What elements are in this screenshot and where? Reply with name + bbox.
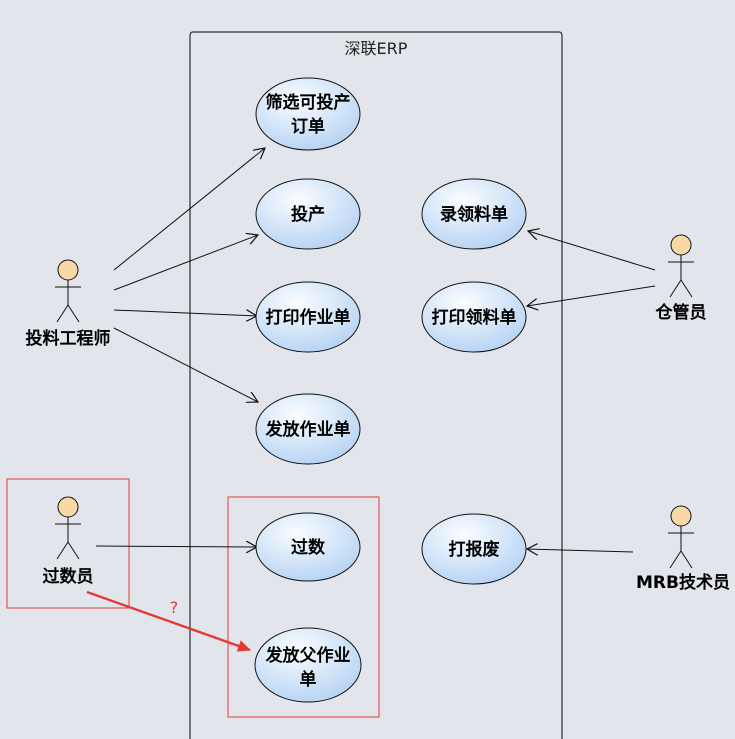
actor-feeding-engineer[interactable]: 投料工程师: [26, 259, 111, 349]
actor-warehouse-keeper[interactable]: 仓管员: [655, 234, 707, 323]
usecase-filter-orders-line1: 筛选可投产: [266, 92, 351, 113]
assoc-keeper-record: [528, 231, 656, 271]
assoc-engineer-release: [113, 327, 258, 402]
usecase-scrap[interactable]: 打报废: [421, 513, 527, 585]
usecase-scrap-label: 打报废: [449, 539, 500, 560]
usecase-filter-orders[interactable]: 筛选可投产 订单: [255, 77, 361, 151]
usecase-release-work-order-label: 发放作业单: [265, 419, 351, 440]
system-boundary: [189, 31, 563, 739]
assoc-counter-count: [95, 546, 257, 547]
usecase-count[interactable]: 过数: [255, 512, 361, 582]
usecase-record-requisition-label: 录领料单: [440, 204, 508, 225]
actor-mrb-tech[interactable]: MRB技术员: [636, 505, 730, 593]
assoc-keeper-print: [527, 285, 656, 306]
usecase-release-parent-line1: 发放父作业: [265, 645, 351, 666]
actor-counter-label: 过数员: [43, 566, 94, 587]
usecase-count-label: 过数: [291, 537, 326, 558]
usecase-print-requisition[interactable]: 打印领料单: [421, 281, 527, 353]
counter-highlight-box: [6, 478, 130, 609]
stick-figure-icon: [55, 496, 81, 560]
stick-figure-icon: [668, 505, 694, 569]
usecase-release-parent-work-order[interactable]: 发放父作业 单: [254, 627, 362, 703]
usecase-highlight-box: [227, 496, 380, 718]
usecase-release-work-order[interactable]: 发放作业单: [255, 393, 361, 465]
usecase-produce[interactable]: 投产: [255, 178, 361, 250]
assoc-engineer-produce: [113, 235, 258, 291]
question-mark: ?: [170, 598, 179, 617]
stick-figure-icon: [668, 234, 694, 298]
assoc-engineer-print: [113, 309, 257, 316]
usecase-print-requisition-label: 打印领料单: [432, 307, 517, 328]
usecase-print-work-order[interactable]: 打印作业单: [255, 281, 361, 353]
actor-warehouse-keeper-label: 仓管员: [655, 302, 707, 323]
actor-mrb-tech-label: MRB技术员: [636, 572, 730, 593]
system-title: 深联ERP: [345, 39, 408, 58]
assoc-engineer-filter: [113, 148, 265, 271]
usecase-produce-label: 投产: [291, 204, 325, 225]
usecase-print-work-order-label: 打印作业单: [266, 307, 351, 328]
assoc-mrb-scrap: [527, 549, 634, 552]
actor-feeding-engineer-label: 投料工程师: [26, 328, 111, 349]
stick-figure-icon: [55, 259, 81, 323]
questioned-association-arrow: [86, 590, 251, 652]
associations: [95, 148, 656, 552]
usecase-record-requisition[interactable]: 录领料单: [421, 178, 527, 250]
usecase-filter-orders-line2: 订单: [291, 116, 325, 137]
actor-counter[interactable]: 过数员: [43, 496, 94, 587]
usecase-release-parent-line2: 单: [300, 669, 317, 690]
